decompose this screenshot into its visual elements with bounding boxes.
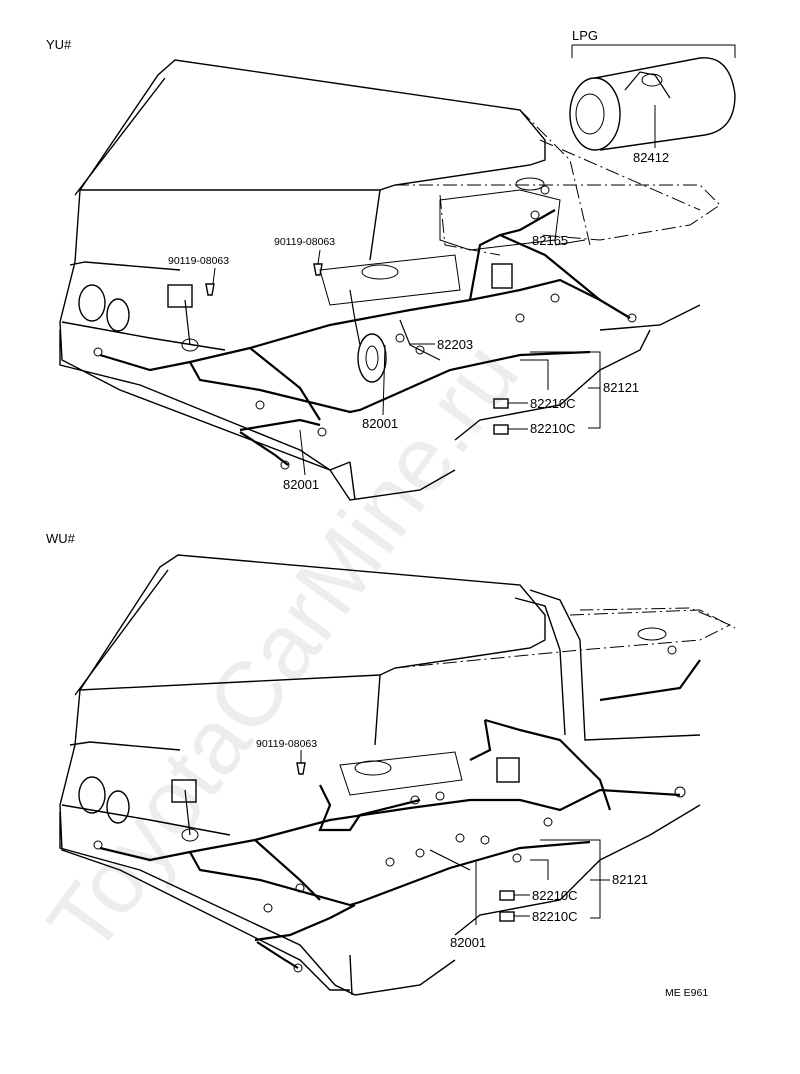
section-title-yu: YU# <box>46 37 72 52</box>
bottom-vehicle-drawing <box>59 554 736 996</box>
top-vehicle-drawing <box>59 59 721 501</box>
bottom-leader-lines <box>300 750 610 925</box>
lpg-inset <box>554 44 736 246</box>
label-82001-mid: 82001 <box>362 416 398 431</box>
label-82001-bottom: 82001 <box>450 935 486 950</box>
label-82412: 82412 <box>633 150 669 165</box>
label-82210c-bottom-a: 82210C <box>532 888 578 903</box>
diagram-code: ME E961 <box>665 987 708 999</box>
bottom-wire-harness <box>93 645 701 973</box>
label-82165: 82165 <box>532 233 568 248</box>
label-82121-top: 82121 <box>603 380 639 395</box>
label-82001-low: 82001 <box>283 477 319 492</box>
top-leader-lines <box>212 249 601 476</box>
label-82203: 82203 <box>437 337 473 352</box>
label-bolt-bottom: 90119-08063 <box>256 738 317 750</box>
watermark-text: ToyotaCarMine.ru <box>29 324 538 971</box>
label-82210c-bottom-b: 82210C <box>532 909 578 924</box>
label-bolt-left: 90119-08063 <box>168 255 229 267</box>
label-bolt-right: 90119-08063 <box>274 236 335 248</box>
label-82210c-top-a: 82210C <box>530 396 576 411</box>
label-82210c-top-b: 82210C <box>530 421 576 436</box>
section-title-wu: WU# <box>46 531 76 546</box>
label-82121-bottom: 82121 <box>612 872 648 887</box>
top-wire-harness <box>93 185 637 470</box>
section-title-lpg: LPG <box>572 28 598 43</box>
